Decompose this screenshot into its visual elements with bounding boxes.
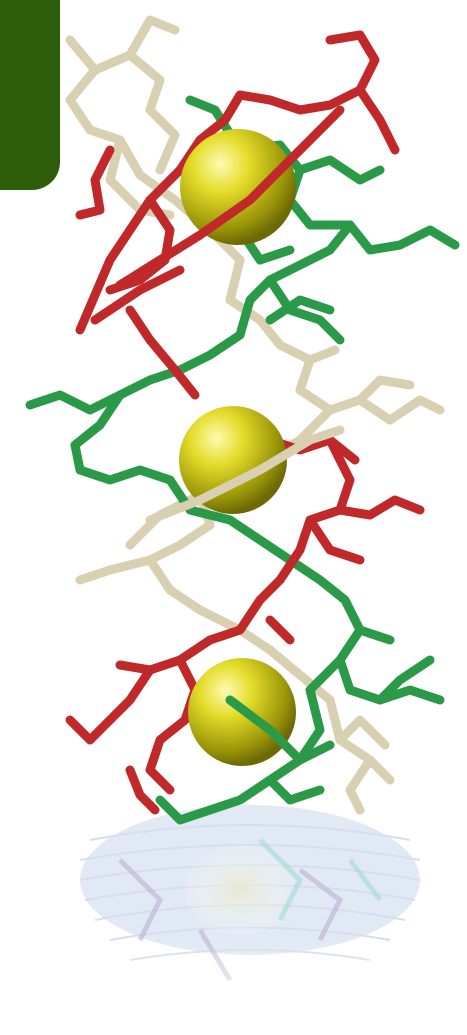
metal-ion-sphere	[180, 129, 296, 245]
reflection	[79, 805, 421, 982]
metal-ions	[179, 129, 296, 766]
strand-foreground	[90, 105, 345, 765]
metal-ion-sphere	[179, 406, 287, 514]
corner-tab	[0, 0, 60, 190]
